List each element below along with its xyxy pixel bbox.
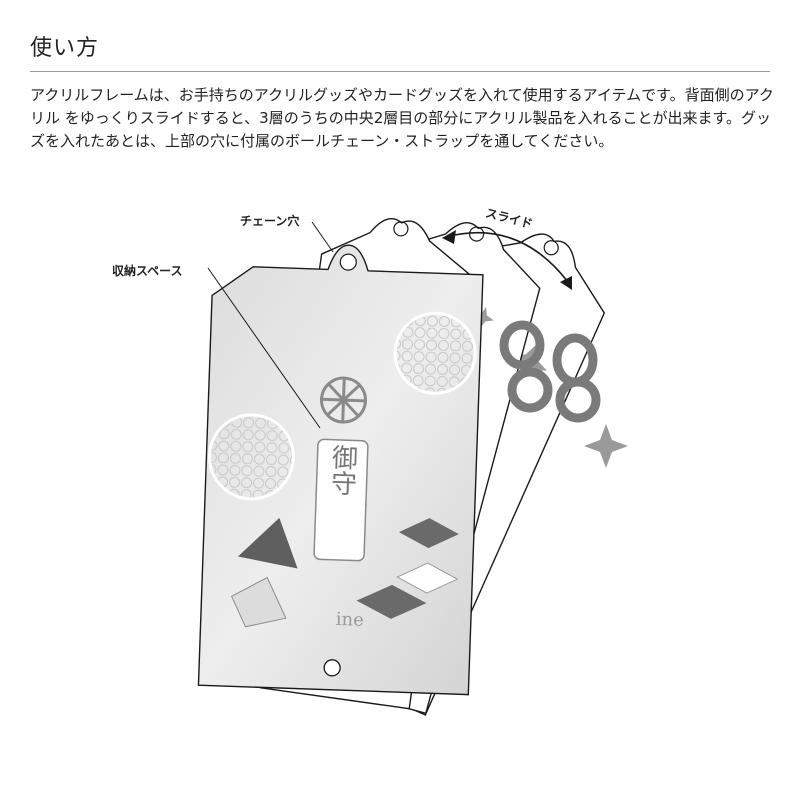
callout-lines — [207, 221, 334, 429]
chain-hole-label: チェーン穴 — [240, 214, 300, 228]
snowflake-emblem — [319, 376, 367, 424]
front-acrylic-layer: 御守 ine — [197, 244, 484, 696]
right-snowflake — [584, 424, 628, 468]
usage-description: アクリルフレームは、お手持ちのアクリルグッズやカードグッズを入れて使用するアイテ… — [30, 86, 774, 150]
omamori-text: 御守 — [326, 443, 358, 496]
storage-space-label: 収納スペース — [112, 264, 183, 278]
acrylic-frame-illustration: 御守 ine — [197, 217, 628, 716]
mizuhiki-knot — [499, 320, 601, 423]
title-divider — [30, 71, 770, 72]
page-title: 使い方 — [30, 36, 100, 61]
omamori-panel — [313, 438, 369, 562]
slide-arrowheads — [442, 230, 572, 290]
slide-arrow — [449, 232, 569, 283]
logo-text: ine — [335, 609, 364, 631]
